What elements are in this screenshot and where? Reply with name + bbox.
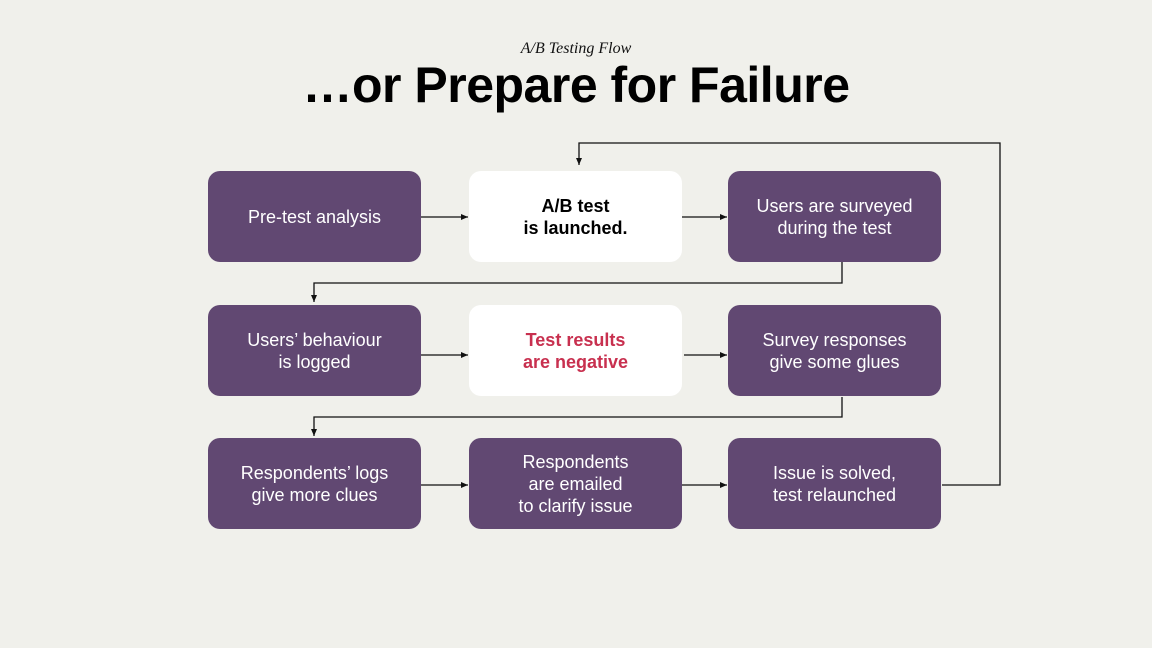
arrow-survey-to-behaviour (311, 262, 843, 302)
node-ab-test-launched: A/B test is launched. (469, 171, 682, 262)
node-respondents-emailed: Respondents are emailed to clarify issue (469, 438, 682, 529)
node-respondents-logs: Respondents’ logs give more clues (208, 438, 421, 529)
node-survey-responses: Survey responses give some glues (728, 305, 941, 396)
arrow-responses-to-logs (311, 397, 843, 436)
node-pre-test-analysis: Pre-test analysis (208, 171, 421, 262)
node-issue-solved: Issue is solved, test relaunched (728, 438, 941, 529)
diagram-subtitle: A/B Testing Flow (520, 40, 632, 57)
node-behaviour-logged: Users’ behaviour is logged (208, 305, 421, 396)
page-title: …or Prepare for Failure (302, 57, 851, 113)
node-users-surveyed: Users are surveyed during the test (728, 171, 941, 262)
node-results-negative: Test results are negative (469, 305, 682, 396)
